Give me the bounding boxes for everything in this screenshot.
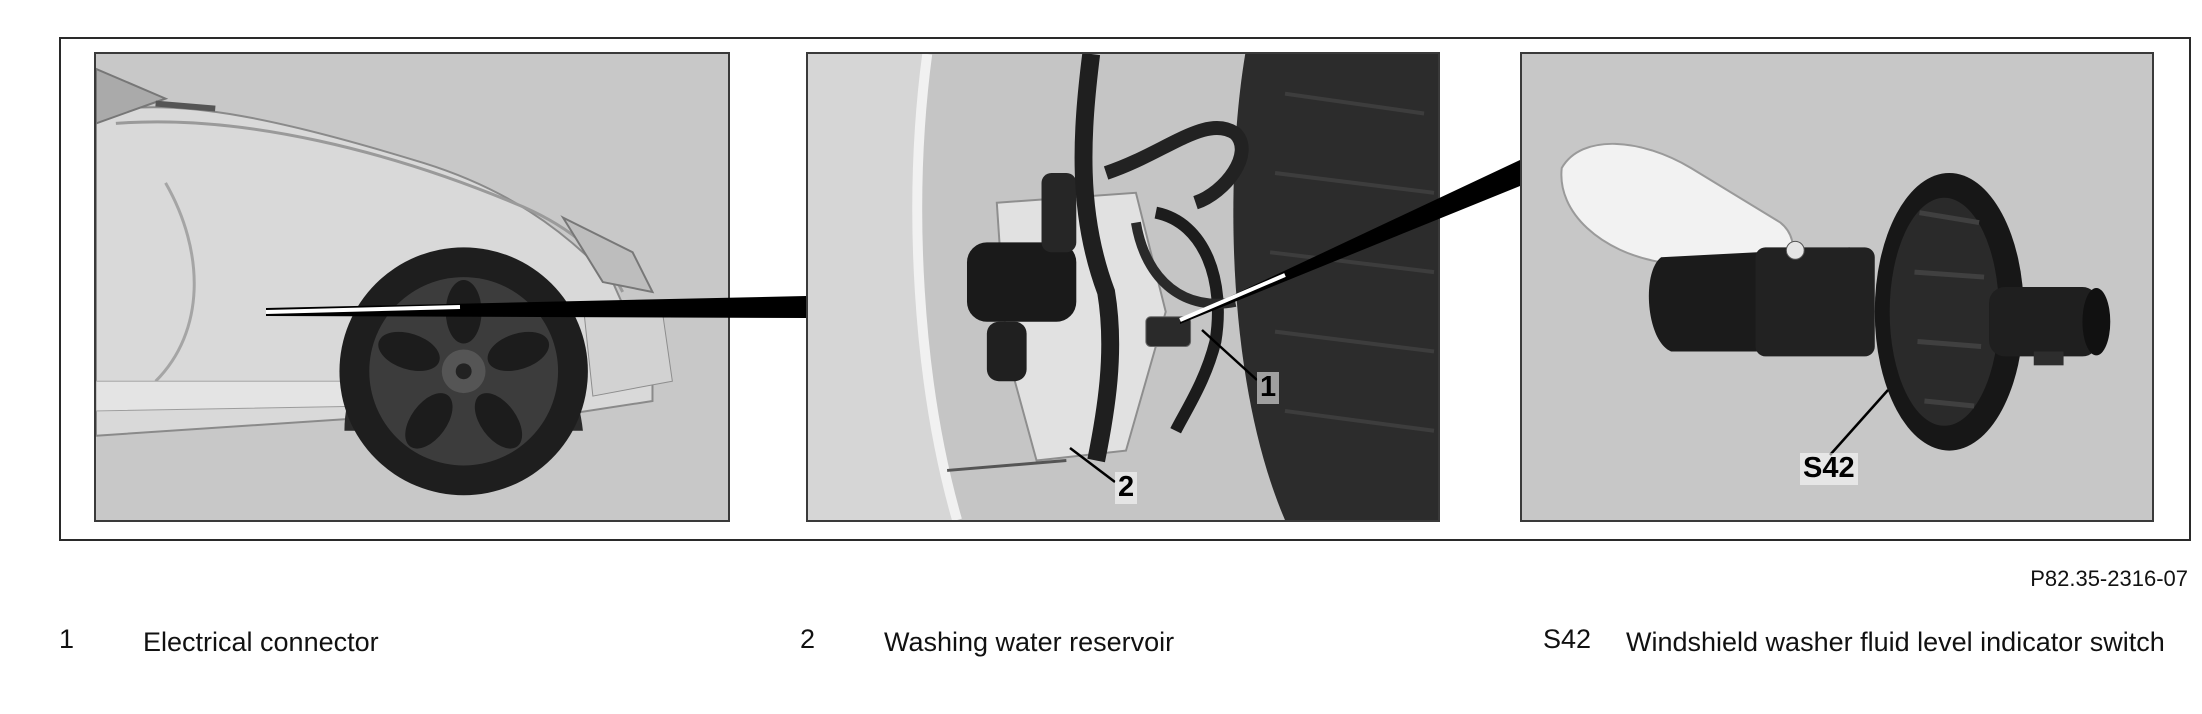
figure-id: P82.35-2316-07 bbox=[2030, 566, 2188, 591]
level-switch-illustration bbox=[1522, 54, 2152, 520]
legend-text: Windshield washer fluid level indicator … bbox=[1626, 627, 2165, 657]
legend-key: 2 bbox=[800, 624, 816, 654]
reservoir-photo bbox=[806, 52, 1440, 522]
car-fender-illustration bbox=[96, 54, 728, 520]
callout-1: 1 bbox=[1257, 371, 1280, 404]
callout-s42: S42 bbox=[1800, 452, 1858, 485]
level-switch-photo bbox=[1520, 52, 2154, 522]
reservoir-illustration bbox=[808, 54, 1438, 520]
car-fender-photo bbox=[94, 52, 730, 522]
legend-key: 1 bbox=[59, 624, 75, 654]
legend-text: Electrical connector bbox=[143, 627, 379, 657]
callout-2: 2 bbox=[1115, 471, 1138, 504]
legend-text: Washing water reservoir bbox=[884, 627, 1175, 657]
legend-key: S42 bbox=[1543, 624, 1592, 654]
